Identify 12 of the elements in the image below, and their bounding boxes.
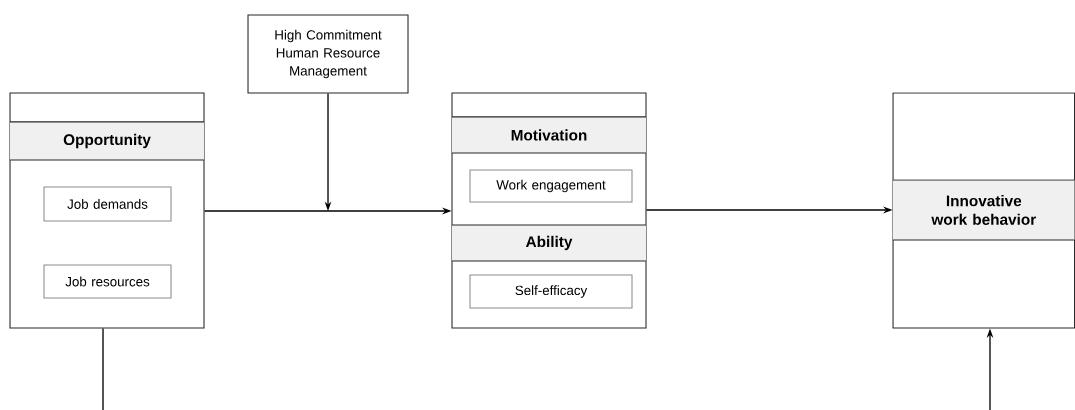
text-box: Self-efficacy (469, 274, 633, 309)
panel-box (892, 92, 1075, 329)
text-box: High Commitment Human Resource Management (247, 14, 409, 94)
text-box: Job resources (43, 264, 172, 299)
header-band: Ability (451, 224, 647, 262)
header-band: Motivation (451, 116, 647, 154)
text-box: Job demands (43, 186, 172, 222)
panel-box (9, 92, 205, 329)
text-box: Work engagement (469, 169, 633, 203)
header-band: Innovative work behavior (892, 179, 1075, 241)
header-band: Opportunity (9, 121, 205, 161)
panel-box (451, 92, 647, 329)
